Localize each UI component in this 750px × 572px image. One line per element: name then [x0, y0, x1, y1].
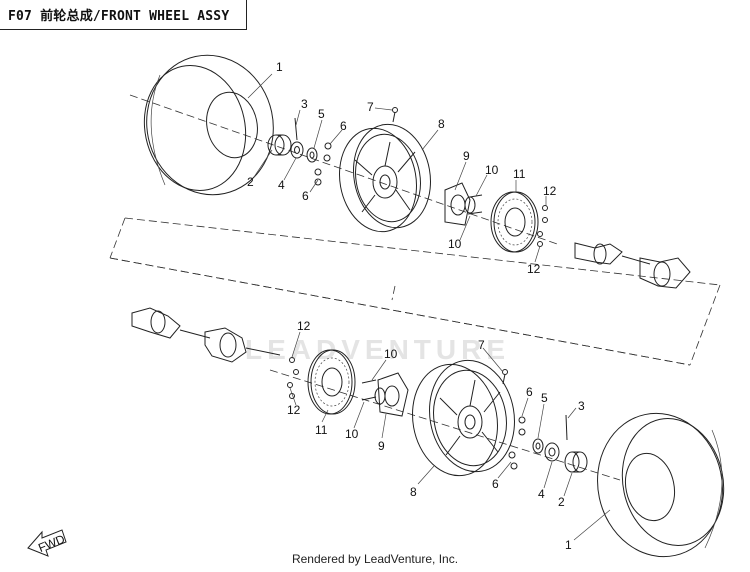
- callout-bottom-10a: 10: [384, 347, 398, 361]
- wheel-hub-bottom: [374, 372, 409, 417]
- callout-bottom-12b: 12: [287, 403, 301, 417]
- callout-top-7: 7: [367, 100, 374, 114]
- rim-bottom: [412, 359, 515, 477]
- callout-top-12a: 12: [543, 184, 557, 198]
- callout-bottom-9: 9: [378, 439, 385, 453]
- callout-bottom-6a: 6: [526, 385, 533, 399]
- wheel-hub-top: [444, 182, 476, 226]
- callout-top-3: 3: [301, 97, 308, 111]
- footer-credit: Rendered by LeadVenture, Inc.: [291, 552, 459, 566]
- driveshaft-bottom: [131, 307, 281, 363]
- valve-stem-top: [392, 107, 398, 123]
- callout-bottom-12a: 12: [297, 319, 311, 333]
- castle-nut-bottom: [544, 442, 560, 462]
- lug-nuts-bottom: [508, 416, 526, 470]
- callout-top-12b: 12: [527, 262, 541, 276]
- callout-bottom-1: 1: [565, 538, 572, 552]
- callout-bottom-2: 2: [558, 495, 565, 509]
- callout-top-10a: 10: [485, 163, 499, 177]
- callout-top-10b: 10: [448, 237, 462, 251]
- callout-top-5: 5: [318, 107, 325, 121]
- callout-top-1: 1: [276, 60, 283, 74]
- diagram-title: F07 前轮总成/FRONT WHEEL ASSY: [0, 0, 247, 30]
- brake-disc-top: [490, 191, 539, 253]
- callouts-bottom: 12 12 11 10 10 9 7 8 6 6 5 3 4 2 1: [287, 319, 585, 552]
- callout-bottom-8: 8: [410, 485, 417, 499]
- disc-bolts-bottom: [287, 357, 299, 399]
- callouts-top: 1 2 3 4 5 6 6 7 8 9 10 10 11 12 12: [247, 60, 557, 276]
- castle-nut-top: [290, 141, 304, 159]
- hub-studs-bottom: [361, 379, 377, 401]
- callout-top-8: 8: [438, 117, 445, 131]
- callout-bottom-4: 4: [538, 487, 545, 501]
- callout-top-4: 4: [278, 178, 285, 192]
- callout-top-6b: 6: [302, 189, 309, 203]
- callout-bottom-11: 11: [315, 423, 328, 437]
- washer-bottom: [532, 438, 544, 454]
- driveshaft-top: [574, 242, 691, 289]
- rim-top: [339, 123, 431, 233]
- cotter-pin-bottom: [565, 414, 568, 441]
- callout-top-6a: 6: [340, 119, 347, 133]
- hub-cap-top: [267, 134, 292, 156]
- callout-top-11: 11: [513, 167, 526, 181]
- axis-lines: [109, 94, 721, 481]
- hub-cap-bottom: [564, 451, 588, 473]
- tire-bottom: [597, 412, 725, 558]
- callout-bottom-5: 5: [541, 391, 548, 405]
- callout-bottom-6b: 6: [492, 477, 499, 491]
- callout-bottom-3: 3: [578, 399, 585, 413]
- callout-top-2: 2: [247, 175, 254, 189]
- callout-top-9: 9: [463, 149, 470, 163]
- brake-disc-bottom: [307, 349, 356, 415]
- tire-top: [143, 54, 274, 196]
- valve-stem-bottom: [502, 369, 508, 385]
- callout-bottom-7: 7: [478, 338, 485, 352]
- disc-bolts-top: [537, 205, 548, 247]
- watermark: LEADVENTURE: [245, 334, 511, 365]
- cotter-pin-top: [294, 117, 298, 141]
- lug-nuts-top: [314, 142, 332, 186]
- washer-top: [306, 147, 318, 163]
- callout-bottom-10b: 10: [345, 427, 359, 441]
- leader-lines: [247, 73, 611, 541]
